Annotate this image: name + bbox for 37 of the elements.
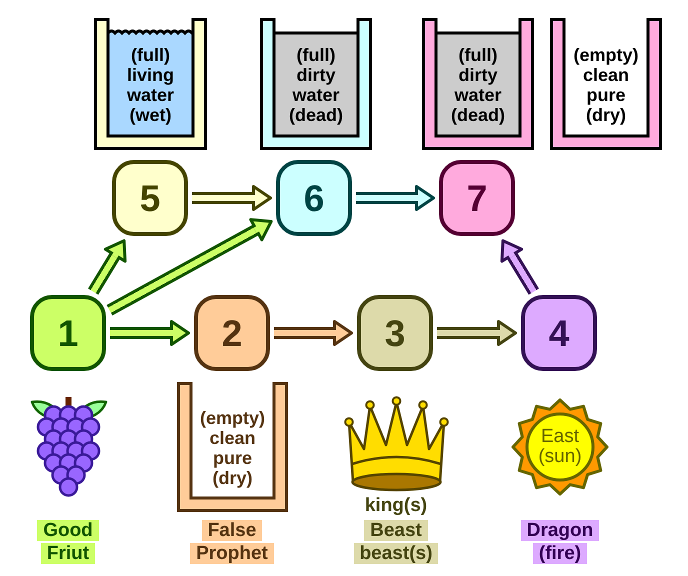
step-box (521, 295, 597, 371)
block-arrow (437, 320, 517, 346)
jar-text: (full) living water (wet) (126, 44, 174, 124)
jar (94, 18, 207, 150)
jar-text: (empty) clean pure (dry) (200, 408, 265, 488)
step-number: 6 (304, 180, 324, 216)
highlighted-caption: False Prophet (189, 519, 275, 565)
step-number: 5 (140, 180, 160, 216)
step-box (30, 295, 106, 371)
jar (550, 18, 662, 150)
step-number: 2 (222, 314, 242, 352)
block-arrow (106, 216, 276, 316)
step-number: 1 (58, 314, 78, 352)
step-box (276, 160, 352, 236)
jar-text: (empty) clean pure (dry) (573, 44, 638, 124)
jar (177, 382, 288, 512)
highlighted-caption: Dragon (fire) (519, 519, 601, 565)
block-arrow (356, 185, 435, 211)
step-box (194, 295, 270, 371)
block-arrow (192, 185, 272, 211)
jar-text: (full) dirty water (dead) (451, 44, 505, 124)
step-number: 3 (384, 314, 406, 352)
step-box (357, 295, 433, 371)
step-box (439, 160, 515, 236)
block-arrow (110, 320, 190, 346)
step-number: 7 (466, 180, 488, 216)
block-arrow (274, 320, 353, 346)
step-number: 4 (548, 314, 570, 352)
sun-illustration (511, 398, 609, 496)
jar (422, 18, 534, 150)
sun-text: East (sun) (538, 427, 582, 467)
jar (260, 18, 372, 150)
highlighted-caption: Beast beast(s) (353, 519, 439, 565)
crown-caption: king(s) (364, 494, 428, 517)
step-box (112, 160, 188, 236)
highlighted-caption: Good Friut (36, 519, 100, 565)
jar-text: (full) dirty water (dead) (289, 44, 343, 124)
